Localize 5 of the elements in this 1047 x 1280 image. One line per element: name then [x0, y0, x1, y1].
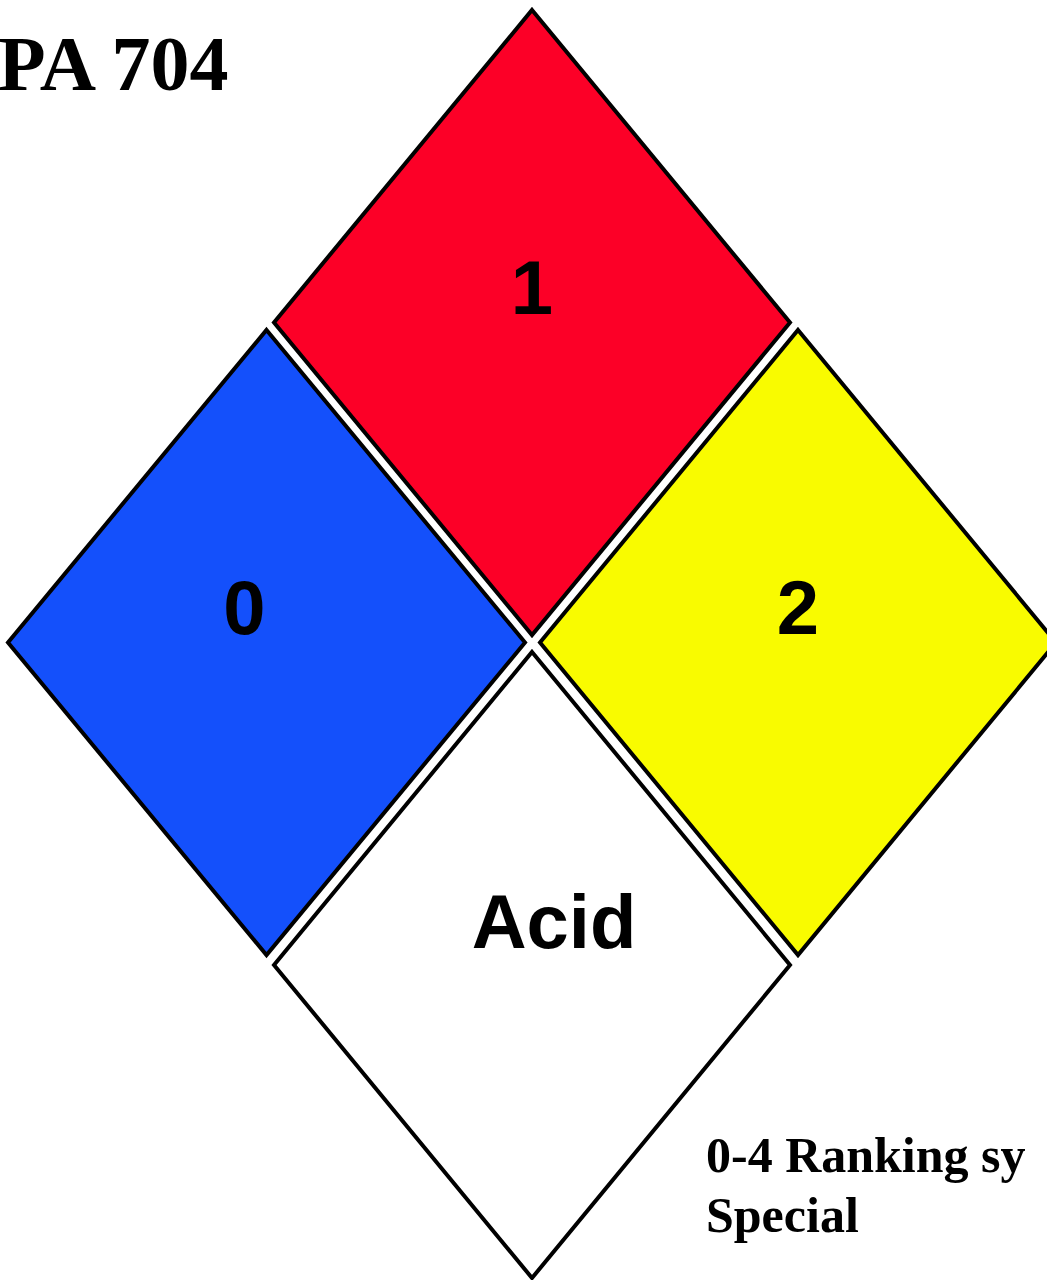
hazard-rating: 1: [510, 249, 554, 326]
hazard-rating: Acid: [471, 884, 637, 960]
title: PA 704: [0, 25, 229, 103]
hazard-rating: 0: [223, 569, 266, 646]
hazard-rating: 2: [776, 569, 820, 646]
